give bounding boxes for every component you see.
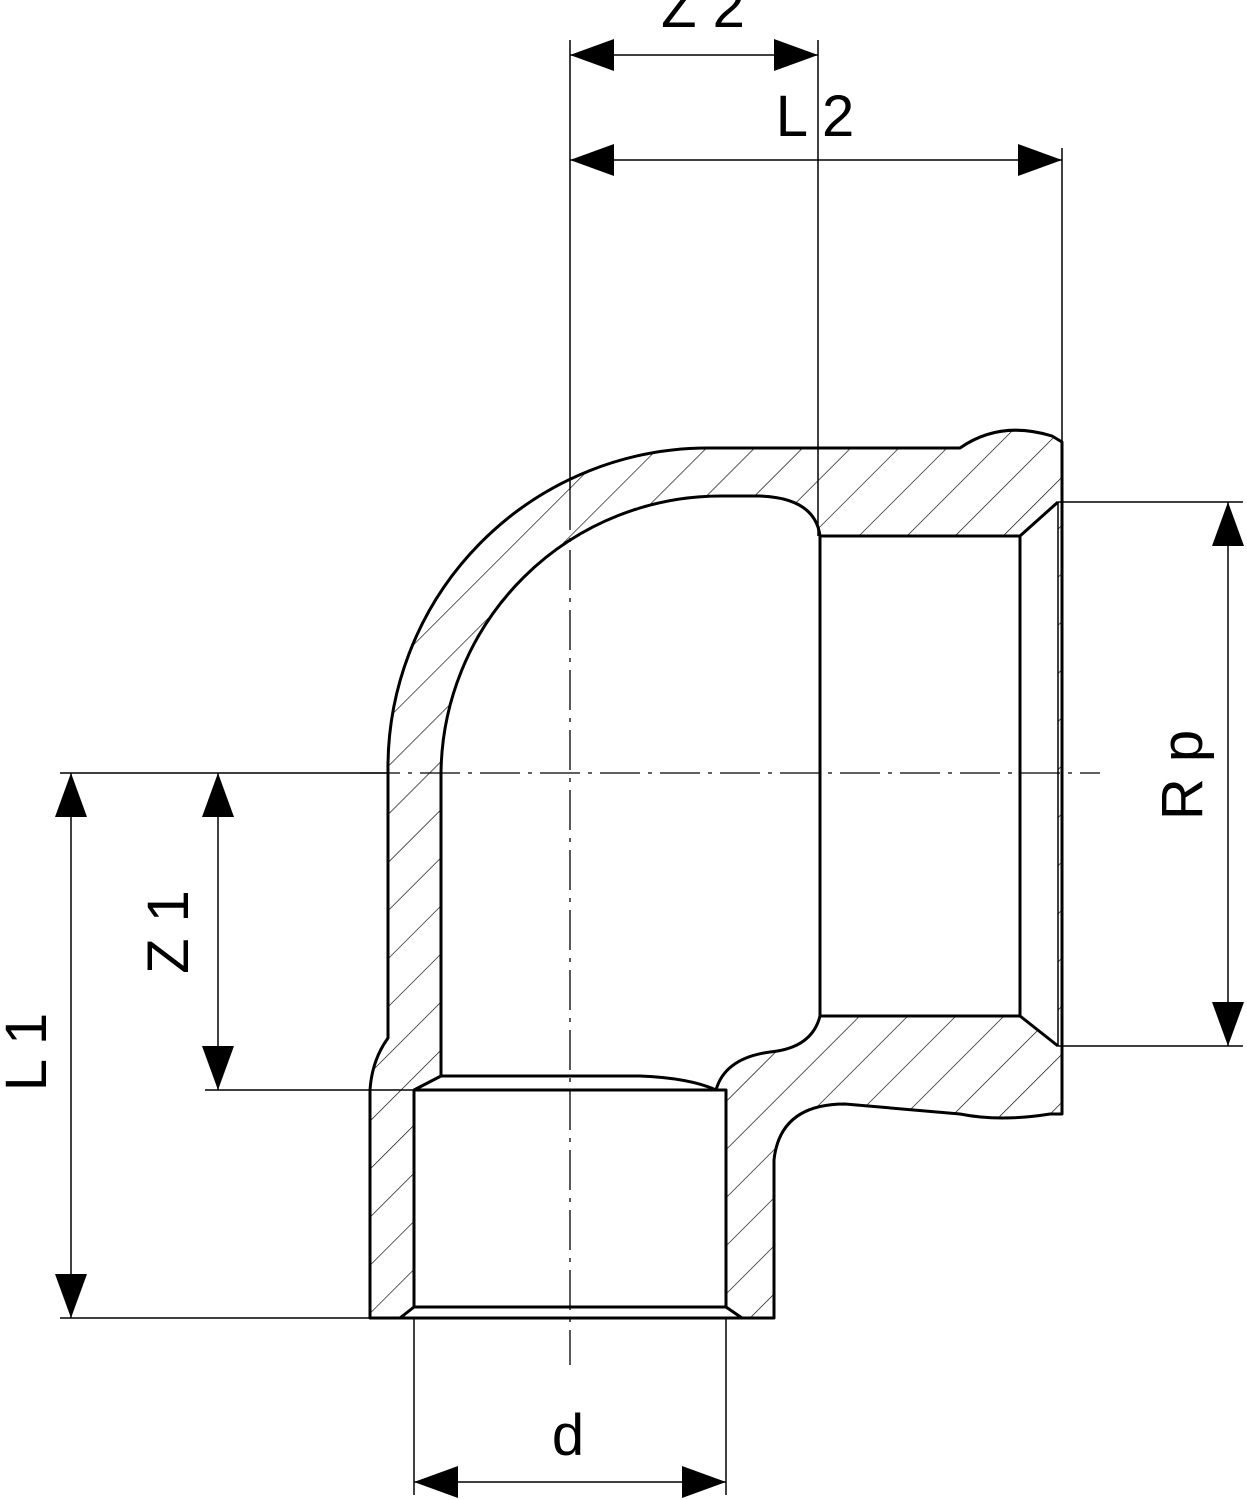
fitting-inner-bore-lower <box>714 1015 822 1091</box>
label-d: d <box>552 1403 584 1468</box>
dimension-z2: Z 2 <box>570 0 818 71</box>
right-socket <box>818 500 1060 1048</box>
fitting-wall-section <box>370 430 1062 1318</box>
label-rp: R p <box>1150 730 1215 820</box>
label-l1: L 1 <box>0 1013 59 1091</box>
bottom-socket <box>399 1074 743 1320</box>
dimension-d: d <box>414 1403 726 1498</box>
label-z1: Z 1 <box>136 890 201 974</box>
dimension-z1: Z 1 <box>136 773 234 1090</box>
dimension-rp: R p <box>1150 502 1244 1046</box>
fitting-inner-bore <box>439 494 822 1076</box>
label-z2: Z 2 <box>661 0 745 40</box>
extension-lines <box>60 40 1243 1495</box>
dimension-l1: L 1 <box>0 773 87 1318</box>
label-l2: L 2 <box>776 84 854 149</box>
fitting-outer-contour <box>368 428 1064 1320</box>
dimension-l2: L 2 <box>570 84 1062 176</box>
